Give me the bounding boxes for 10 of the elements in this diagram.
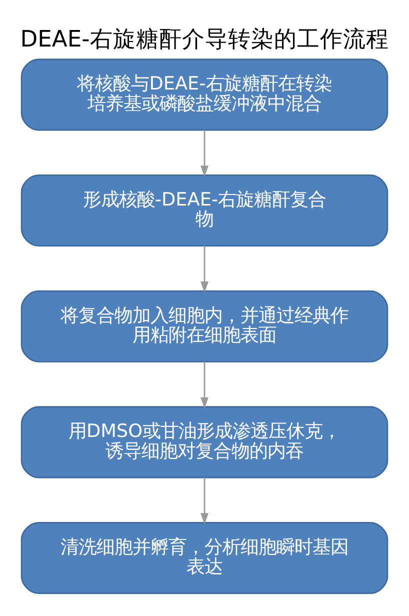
node-box: 将核酸与DEAE-右旋糖酐在转染培养基或磷酸盐缓冲液中混合 bbox=[20, 58, 388, 131]
arrow bbox=[200, 130, 208, 177]
node-box: 用DMSO或甘油形成渗透压休克，诱导细胞对复合物的内吞 bbox=[20, 406, 388, 478]
arrow bbox=[200, 246, 208, 293]
diagram-title: DEAE-右旋糖酐介导转染的工作流程 bbox=[20, 26, 389, 52]
arrow bbox=[200, 362, 208, 409]
node-box: 清洗细胞并孵育，分析细胞瞬时基因表达 bbox=[20, 522, 388, 594]
node-box: 将复合物加入细胞内，并通过经典作用粘附在细胞表面 bbox=[20, 290, 388, 362]
node-box: 形成核酸-DEAE-右旋糖酐复合物 bbox=[20, 174, 388, 247]
arrow bbox=[200, 478, 208, 524]
